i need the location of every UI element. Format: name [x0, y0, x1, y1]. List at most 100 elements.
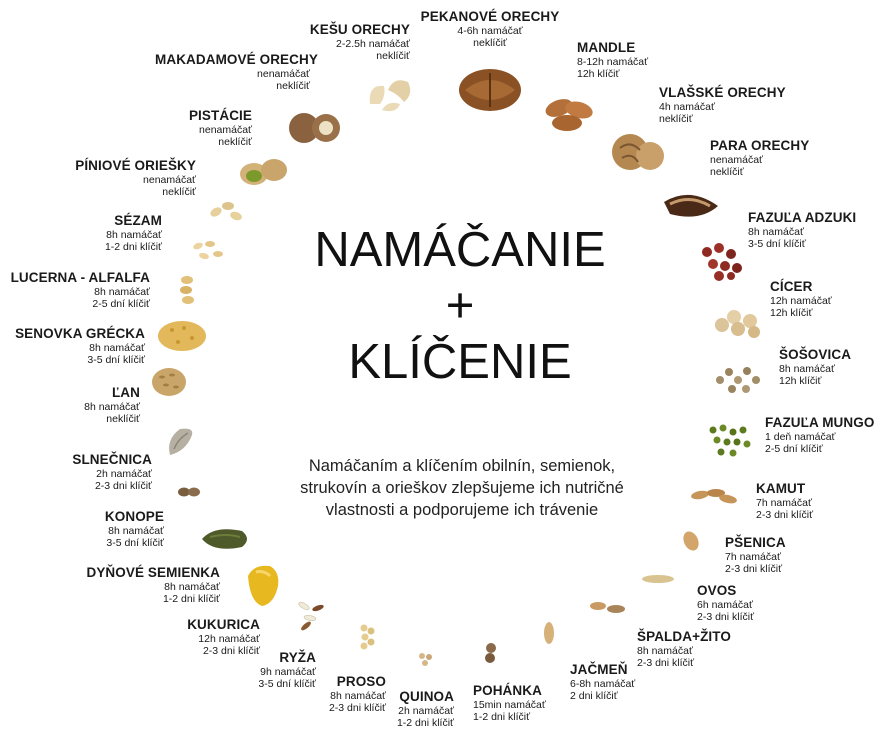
item-name: ŠOŠOVICA	[779, 347, 852, 362]
item-sprout: neklíčiť	[376, 49, 410, 62]
item-soak: 1 deň namáčať	[765, 430, 836, 443]
fenugreek-seed-icon	[158, 321, 206, 351]
item-sprout: 2-3 dni klíčiť	[725, 562, 783, 575]
item-soak: 8h namáčať	[89, 341, 145, 354]
item-sprout: 2-3 dni klíčiť	[94, 479, 152, 492]
item-soak: nenamáčať	[143, 173, 196, 186]
title-line-1: NAMÁČANIE	[314, 223, 606, 277]
item-soak: nenamáčať	[710, 153, 763, 166]
item-sprout: neklíčiť	[473, 36, 507, 49]
item-name: PÍNIOVÉ ORIEŠKY	[75, 158, 196, 173]
item-name: VLAŠSKÉ ORECHY	[659, 85, 786, 100]
item-soak: 12h namáčať	[198, 632, 260, 645]
label-pistacie: PISTÁCIE nenamáčať neklíčiť	[170, 108, 252, 148]
label-senovka-grecka: SENOVKA GRÉCKA 8h namáčať 3-5 dní klíčiť	[15, 326, 145, 366]
item-sprout: 3-5 dní klíčiť	[106, 536, 164, 549]
item-sprout: 12h klíčiť	[779, 374, 822, 387]
label-sezam: SÉZAM 8h namáčať 1-2 dni klíčiť	[80, 213, 162, 253]
oat-grain-icon	[642, 575, 674, 583]
label-pekanove-orechy: PEKANOVÉ ORECHY 4-6h namáčať neklíčiť	[420, 9, 560, 49]
item-soak: 2h namáčať	[96, 467, 152, 480]
item-name: FAZUĽA ADZUKI	[748, 210, 857, 225]
item-soak: 2h namáčať	[398, 704, 454, 717]
item-soak: 8h namáčať	[94, 285, 150, 298]
label-ryza: RYŽA 9h namáčať 3-5 dní klíčiť	[240, 650, 316, 690]
description-line-1: Namáčaním a klíčením obilnín, semienok,	[308, 457, 616, 475]
item-sprout: 2-3 dni klíčiť	[328, 701, 386, 714]
item-soak: 8-12h namáčať	[577, 55, 649, 68]
label-quinoa: QUINOA 2h namáčať 1-2 dni klíčiť	[370, 689, 454, 729]
item-name: ŠPALDA+ŽITO	[637, 629, 731, 644]
item-name: SENOVKA GRÉCKA	[15, 326, 145, 341]
item-name: KUKURICA	[187, 617, 260, 632]
adzuki-bean-icon	[702, 243, 742, 281]
item-name: CÍCER	[770, 279, 813, 294]
item-name: SÉZAM	[114, 213, 162, 228]
alfalfa-seed-icon	[180, 276, 194, 304]
item-sprout: 12h klíčiť	[770, 306, 813, 319]
item-name: QUINOA	[399, 689, 454, 704]
corn-kernel-icon	[248, 565, 279, 606]
item-name: FAZUĽA MUNGO	[765, 415, 875, 430]
label-psenica: PŠENICA 7h namáčať 2-3 dni klíčiť	[725, 535, 786, 575]
label-dynove-semienka: DYŇOVÉ SEMIENKA 8h namáčať 1-2 dni klíči…	[80, 565, 220, 605]
item-sprout: neklíčiť	[276, 79, 310, 92]
item-name: POHÁNKA	[473, 683, 542, 698]
item-sprout: 2-5 dní klíčiť	[92, 297, 150, 310]
item-sprout: 12h klíčiť	[577, 67, 620, 80]
item-soak: 8h namáčať	[106, 228, 162, 241]
item-name: DYŇOVÉ SEMIENKA	[86, 565, 220, 580]
item-sprout: 1-2 dni klíčiť	[396, 716, 454, 729]
item-name: KEŠU ORECHY	[309, 22, 410, 37]
label-ovos: OVOS 6h namáčať 2-3 dni klíčiť	[697, 583, 754, 623]
flax-seed-icon	[152, 368, 186, 396]
item-sprout: 1-2 dni klíčiť	[162, 592, 220, 605]
label-vlasske-orechy: VLAŠSKÉ ORECHY 4h namáčať neklíčiť	[659, 85, 786, 125]
mung-bean-icon	[709, 424, 751, 457]
item-soak: 6h namáčať	[697, 598, 753, 611]
millet-icon	[360, 624, 375, 650]
item-soak: 8h namáčať	[84, 400, 140, 413]
label-proso: PROSO 8h namáčať 2-3 dni klíčiť	[310, 674, 386, 714]
label-para-orechy: PARA ORECHY nenamáčať neklíčiť	[710, 138, 809, 178]
label-konope: KONOPE 8h namáčať 3-5 dní klíčiť	[90, 509, 164, 549]
item-soak: 7h namáčať	[756, 496, 812, 509]
quinoa-icon	[419, 653, 432, 666]
item-soak: 8h namáčať	[108, 524, 164, 537]
item-soak: 6-8h namáčať	[570, 677, 636, 690]
label-makadamove-orechy: MAKADAMOVÉ ORECHY nenamáčať neklíčiť	[155, 52, 318, 92]
item-name: KONOPE	[104, 509, 164, 524]
item-soak: 8h namáčať	[779, 362, 835, 375]
item-sprout: neklíčiť	[162, 185, 196, 198]
item-soak: 9h namáčať	[260, 665, 316, 678]
item-soak: 8h namáčať	[637, 644, 693, 657]
cashew-icon	[369, 80, 411, 112]
rice-icon	[298, 602, 324, 631]
item-name: KAMUT	[756, 481, 806, 496]
item-sprout: 2-3 dni klíčiť	[756, 508, 814, 521]
item-sprout: 2-3 dni klíčiť	[637, 656, 695, 669]
item-name: PROSO	[336, 674, 386, 689]
item-name: PISTÁCIE	[188, 108, 252, 123]
item-sprout: 1-2 dni klíčiť	[473, 710, 531, 723]
description-line-3: vlastnosti a podporujeme ich trávenie	[325, 501, 599, 519]
walnut-icon	[612, 134, 664, 170]
item-soak: nenamáčať	[257, 67, 310, 80]
spelt-rye-grain-icon	[590, 602, 625, 613]
label-slnecnica: SLNEČNICA 2h namáčať 2-3 dni klíčiť	[70, 452, 152, 492]
buckwheat-icon	[485, 643, 496, 663]
label-lan: ĽAN 8h namáčať neklíčiť	[70, 385, 140, 425]
item-sprout: 3-5 dní klíčiť	[748, 237, 806, 250]
item-name: MAKADAMOVÉ ORECHY	[155, 52, 318, 67]
label-kukurica: KUKURICA 12h namáčať 2-3 dni klíčiť	[170, 617, 260, 657]
item-sprout: 2-5 dní klíčiť	[765, 442, 823, 455]
item-soak: 12h namáčať	[770, 294, 832, 307]
item-soak: 2-2.5h namáčať	[336, 37, 410, 50]
macadamia-nut-icon	[289, 113, 340, 143]
item-soak: 8h namáčať	[164, 580, 220, 593]
item-name: ĽAN	[111, 385, 140, 400]
item-soak: 4h namáčať	[659, 100, 715, 113]
pine-nut-icon	[210, 202, 242, 221]
item-sprout: neklíčiť	[106, 412, 140, 425]
pistachio-icon	[240, 159, 287, 185]
